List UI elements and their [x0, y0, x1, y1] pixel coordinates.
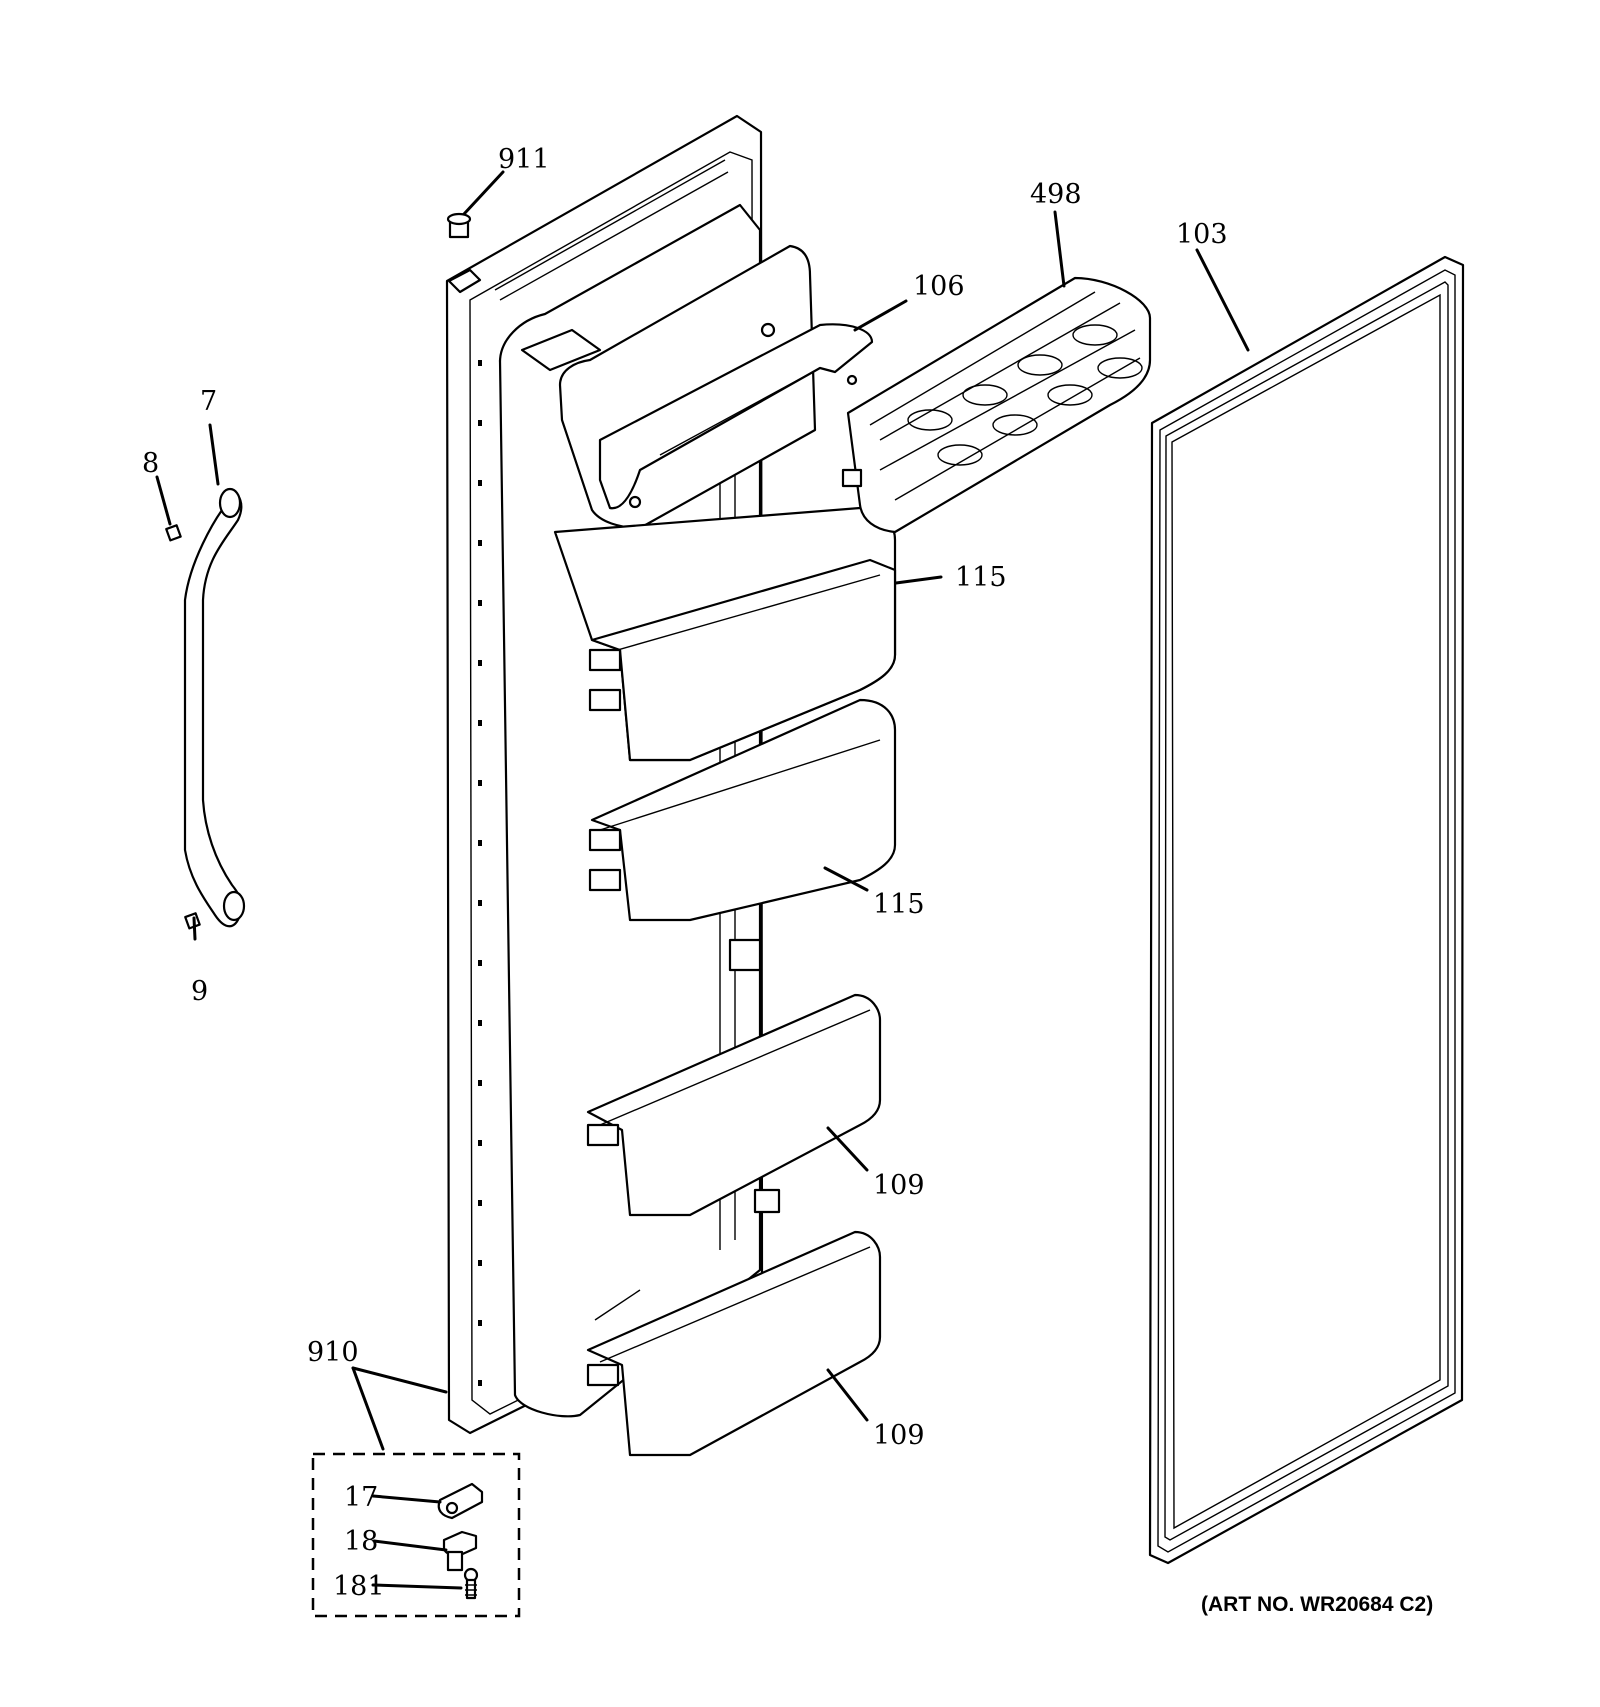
- egg-tray: [841, 276, 1152, 534]
- egg-cups: [907, 324, 1143, 466]
- callout-498: 498: [1030, 179, 1082, 210]
- door-bin-middle: [588, 698, 897, 922]
- callout-109-lower: 109: [873, 1420, 925, 1451]
- callout-9: 9: [191, 976, 208, 1007]
- leader-lines: [155, 170, 1250, 1590]
- callout-910: 910: [307, 1337, 359, 1368]
- frame-holes: [478, 360, 482, 1386]
- callout-106: 106: [913, 271, 965, 302]
- callout-17: 17: [344, 1482, 378, 1513]
- callout-115-lower: 115: [873, 889, 925, 920]
- callout-181: 181: [333, 1571, 385, 1602]
- callout-8: 8: [142, 448, 159, 479]
- door-handle: [183, 487, 246, 928]
- callout-911: 911: [498, 144, 550, 175]
- door-gasket: [1148, 255, 1465, 1565]
- door-bin-upper: [553, 506, 897, 762]
- door-bin-bottom: [586, 1230, 882, 1457]
- handle-screw-top: [165, 524, 182, 542]
- hinge-screw: [463, 1567, 479, 1600]
- dairy-compartment-cover: [558, 244, 874, 530]
- callout-115-upper: 115: [955, 562, 1007, 593]
- callout-109-upper: 109: [873, 1170, 925, 1201]
- callout-103: 103: [1176, 219, 1228, 250]
- hinge-plate: [437, 1482, 484, 1520]
- callout-18: 18: [344, 1526, 378, 1557]
- callout-7: 7: [200, 386, 217, 417]
- handle-screw-bottom: [184, 912, 201, 930]
- hinge-pin: [442, 1530, 478, 1572]
- hinge-kit-box: [311, 1452, 521, 1618]
- door-bin-lower-upper: [586, 938, 882, 1217]
- hinge-bushing: [446, 212, 472, 239]
- art-number: (ART NO. WR20684 C2): [1201, 1593, 1433, 1616]
